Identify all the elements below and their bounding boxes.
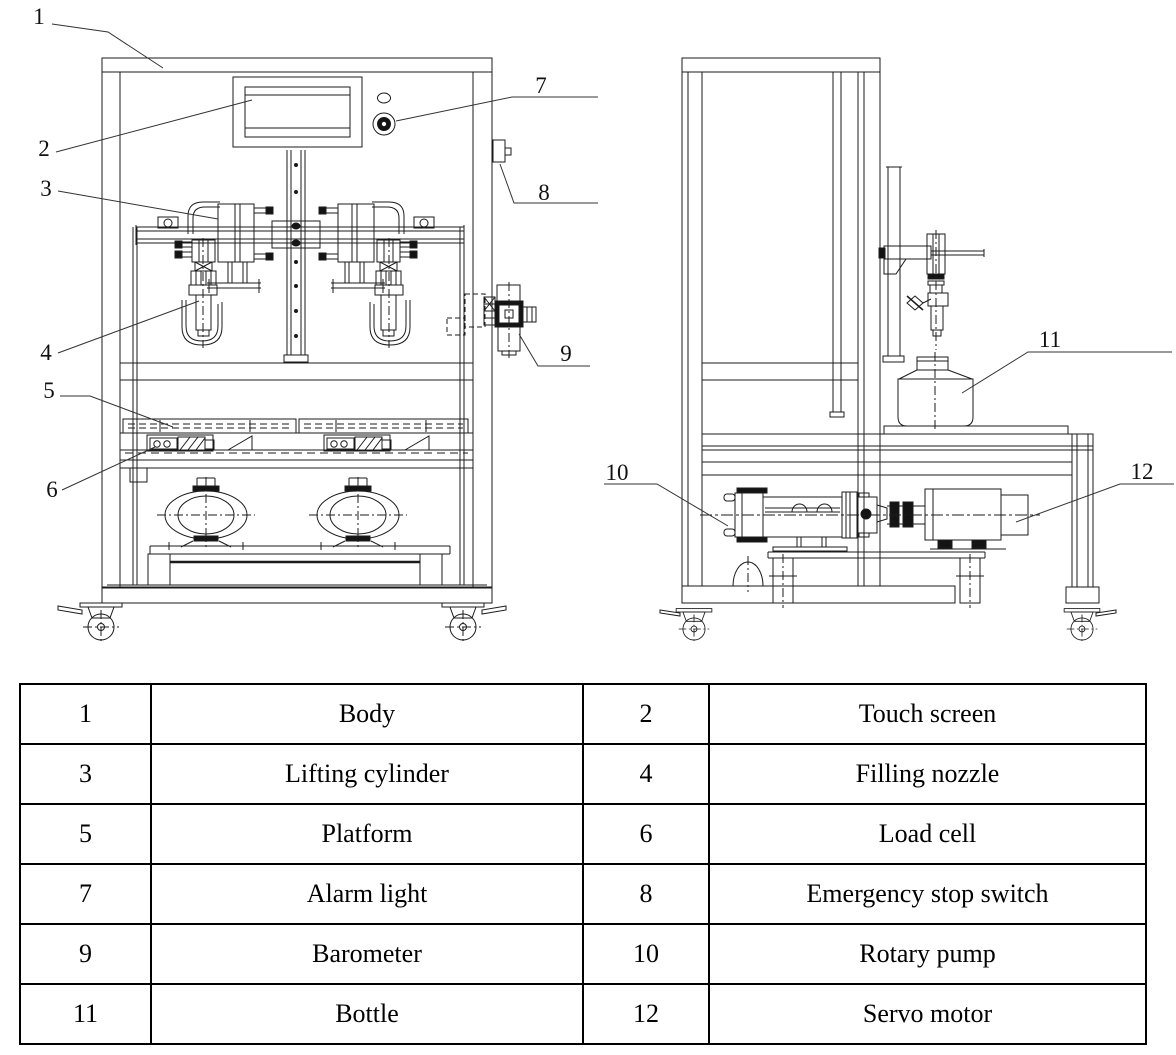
- caster-side-left: [659, 608, 713, 644]
- part-number: 3: [19, 743, 152, 805]
- part-name: Bottle: [150, 983, 584, 1045]
- body-frame-front: [101, 57, 493, 589]
- center-rail: [271, 150, 321, 363]
- callout-2: 2: [38, 136, 50, 161]
- bottle: [897, 352, 974, 430]
- part-name: Emergency stop switch: [708, 863, 1147, 925]
- part-number: 2: [582, 683, 710, 745]
- callout-5: 5: [43, 378, 55, 403]
- caster-front-right: [441, 602, 507, 645]
- callout-12: 12: [1131, 459, 1154, 484]
- indicator-light: [377, 92, 391, 104]
- callout-3: 3: [40, 176, 52, 201]
- lifting-cylinder-right: [318, 201, 418, 349]
- callout-1: 1: [33, 4, 45, 29]
- pump-base-side: [681, 551, 986, 608]
- filling-nozzle-side: [906, 230, 949, 350]
- cross-beam: [135, 216, 465, 245]
- part-number: 7: [19, 863, 152, 925]
- part-number: 4: [582, 743, 710, 805]
- barometer: [446, 282, 537, 358]
- machine-drawing: 1 2 3 4 5 6 7 8 9 10 11 12: [33, 4, 1174, 645]
- pump-base-front: [107, 542, 487, 586]
- callout-6: 6: [46, 477, 58, 502]
- part-number: 6: [582, 803, 710, 865]
- rotary-pump-front-right: [308, 476, 408, 548]
- servo-motor: [924, 488, 1029, 550]
- base-bar-front: [101, 586, 493, 604]
- part-name: Alarm light: [150, 863, 584, 925]
- callout-11: 11: [1039, 327, 1061, 352]
- table-row: 7 Alarm light 8 Emergency stop switch: [19, 863, 1147, 925]
- rotary-pump-side: [723, 487, 925, 552]
- part-name: Load cell: [708, 803, 1147, 865]
- callout-numbers: 1 2 3 4 5 6 7 8 9 10 11 12: [33, 4, 1153, 502]
- load-cell-right: [323, 434, 392, 452]
- part-number: 8: [582, 863, 710, 925]
- emergency-stop-switch: [492, 139, 512, 163]
- platform: [120, 418, 473, 451]
- part-name: Touch screen: [708, 683, 1147, 745]
- part-number: 12: [582, 983, 710, 1045]
- callout-4: 4: [40, 340, 52, 365]
- table-row: 11 Bottle 12 Servo motor: [19, 983, 1147, 1045]
- caster-front-left: [57, 602, 123, 645]
- part-name: Rotary pump: [708, 923, 1147, 985]
- load-cell-left: [146, 434, 215, 452]
- callout-8: 8: [538, 180, 550, 205]
- part-number: 1: [19, 683, 152, 745]
- rotary-pump-front-left: [156, 476, 256, 548]
- part-number: 11: [19, 983, 152, 1045]
- part-name: Body: [150, 683, 584, 745]
- part-number: 10: [582, 923, 710, 985]
- table-row: 5 Platform 6 Load cell: [19, 803, 1147, 865]
- nozzle-slide-rail: [878, 166, 985, 363]
- side-view: [659, 57, 1117, 644]
- callout-10: 10: [606, 460, 629, 485]
- alarm-light: [372, 112, 396, 136]
- callout-leaders: [51, 23, 1174, 527]
- platform-side: [702, 425, 1100, 604]
- body-frame-side: [681, 57, 881, 587]
- table-row: 1 Body 2 Touch screen: [19, 683, 1147, 745]
- part-name: Filling nozzle: [708, 743, 1147, 805]
- part-name: Platform: [150, 803, 584, 865]
- table-row: 3 Lifting cylinder 4 Filling nozzle: [19, 743, 1147, 805]
- parts-table: 1 Body 2 Touch screen 3 Lifting cylinder…: [19, 683, 1147, 1045]
- front-view: [57, 57, 537, 645]
- part-name: Servo motor: [708, 983, 1147, 1045]
- part-name: Barometer: [150, 923, 584, 985]
- callout-7: 7: [535, 73, 547, 98]
- callout-9: 9: [560, 341, 572, 366]
- lifting-cylinder-left: [174, 201, 274, 349]
- table-row: 9 Barometer 10 Rotary pump: [19, 923, 1147, 985]
- touch-screen: [232, 76, 363, 148]
- part-name: Lifting cylinder: [150, 743, 584, 805]
- caster-side-right: [1063, 608, 1117, 644]
- part-number: 9: [19, 923, 152, 985]
- part-number: 5: [19, 803, 152, 865]
